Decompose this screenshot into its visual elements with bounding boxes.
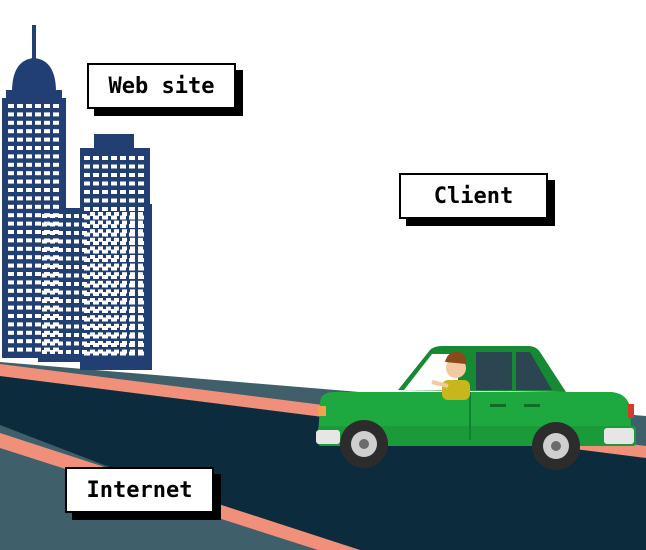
car-icon	[316, 346, 636, 470]
internet-label: Internet	[65, 467, 214, 513]
client-label: Client	[399, 173, 548, 219]
driver-icon	[431, 351, 470, 400]
website-label: Web site	[87, 63, 236, 109]
skyscraper-building-icon	[2, 25, 152, 370]
road-surface	[0, 376, 646, 550]
